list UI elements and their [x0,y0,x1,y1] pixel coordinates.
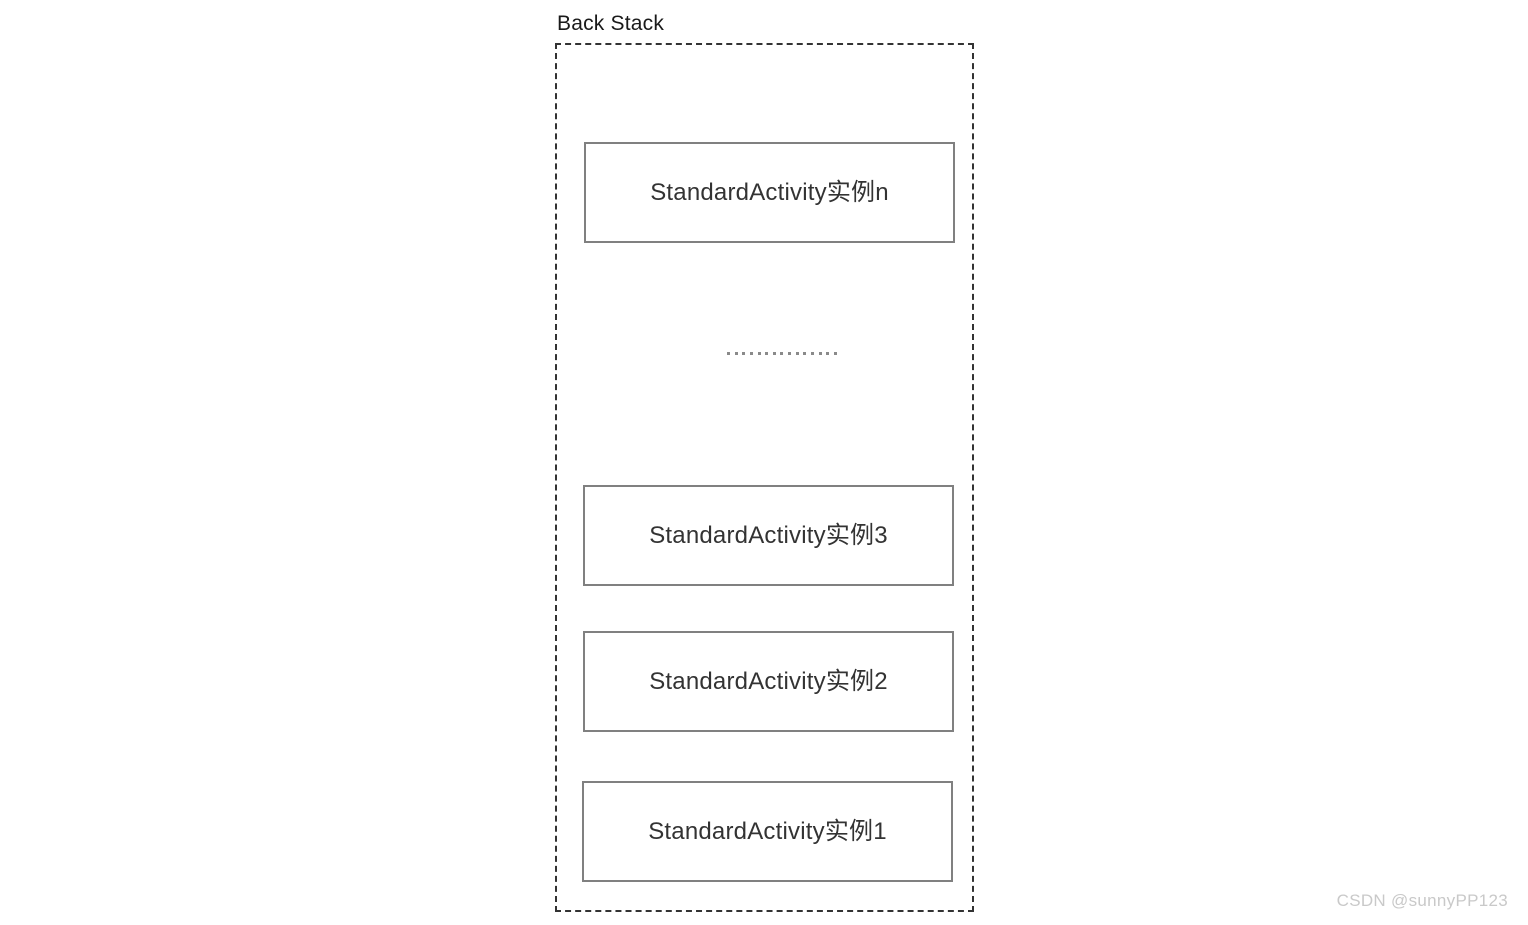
activity-box-label: StandardActivity实例3 [649,521,888,549]
ellipsis-dot [826,351,830,355]
ellipsis-dot [795,351,799,355]
activity-box-label: StandardActivity实例1 [648,817,887,845]
ellipsis-dot [780,351,784,355]
activity-box-instance-3: StandardActivity实例3 [583,485,954,586]
activity-box-label: StandardActivity实例2 [649,667,888,695]
ellipsis-dot [757,351,761,355]
activity-box-instance-1: StandardActivity实例1 [582,781,953,882]
ellipsis-dot [742,351,746,355]
ellipsis-dot [749,351,753,355]
watermark-text: CSDN @sunnyPP123 [1336,891,1508,910]
back-stack-title: Back Stack [557,12,665,35]
ellipsis-dot [803,351,807,355]
ellipsis-dot [811,351,815,355]
back-stack-container [555,43,974,912]
ellipsis-dot [765,351,769,355]
ellipsis-dot [727,351,730,355]
ellipsis-dot [734,351,738,355]
ellipsis-dot [833,351,837,355]
ellipsis-dot [772,351,776,355]
ellipsis-indicator [727,345,837,361]
ellipsis-dot [788,351,792,355]
activity-box-label: StandardActivity实例n [650,178,889,206]
activity-box-instance-2: StandardActivity实例2 [583,631,954,732]
activity-box-instance-n: StandardActivity实例n [584,142,955,243]
ellipsis-dot [818,351,822,355]
